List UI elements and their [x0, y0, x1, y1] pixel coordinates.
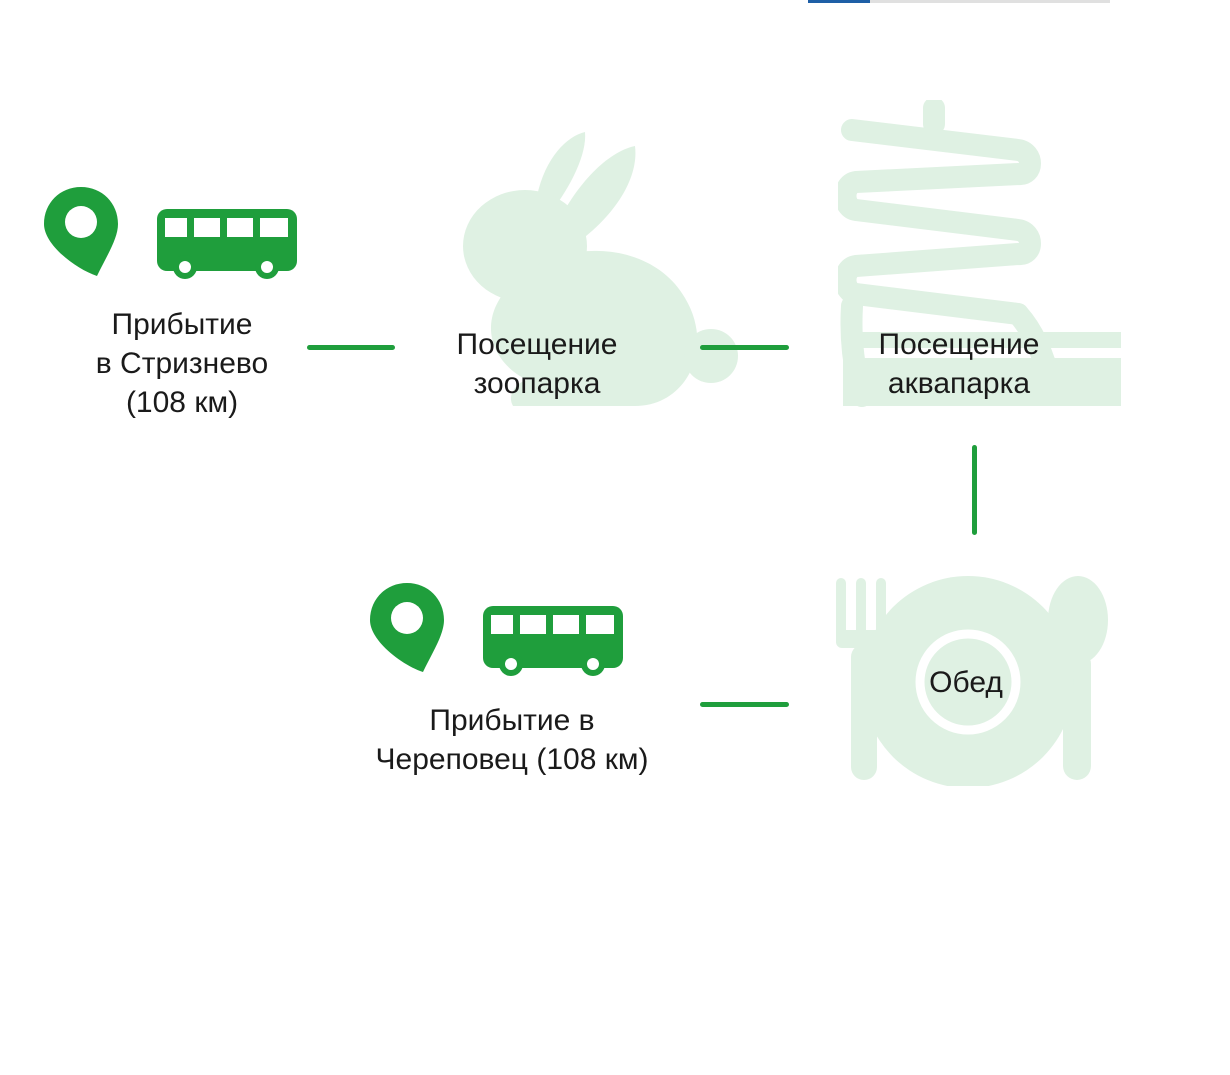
location-pin-icon	[370, 583, 444, 672]
top-bar-track	[870, 0, 1110, 3]
connector-line	[307, 345, 395, 350]
step-label: Прибытие в Стризнево (108 км)	[95, 308, 269, 419]
plate-fork-spoon-icon	[836, 576, 1108, 786]
step-label: Посещение аквапарка	[878, 328, 1040, 400]
connector-line	[700, 345, 789, 350]
step-label: Прибытие в Череповец (108 км)	[375, 704, 649, 776]
location-pin-icon	[44, 187, 118, 276]
top-bar-accent	[808, 0, 870, 3]
connector-line	[972, 445, 977, 535]
bus-icon	[483, 606, 623, 676]
step-label: Обед	[929, 666, 1003, 699]
connector-line	[700, 702, 789, 707]
bus-icon	[157, 209, 297, 279]
step-label: Посещение зоопарка	[456, 328, 618, 400]
water-slide-icon	[838, 100, 1121, 407]
rabbit-icon	[463, 132, 738, 406]
